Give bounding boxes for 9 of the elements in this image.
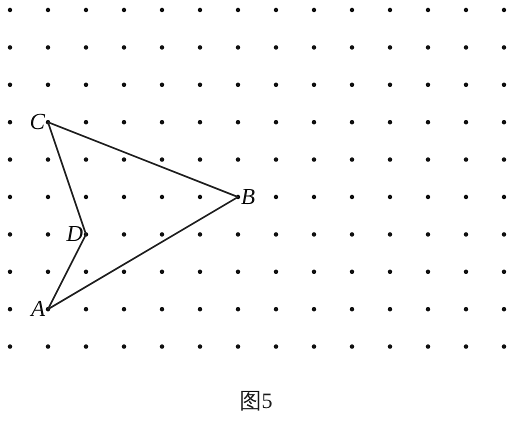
line-segment: [48, 196, 238, 310]
line-segment: [47, 122, 87, 235]
point-label: C: [30, 110, 45, 134]
point-label: A: [30, 297, 45, 322]
line-segment: [47, 234, 87, 310]
line-segment: [48, 121, 238, 198]
point-label: B: [241, 185, 256, 209]
point-label: D: [66, 222, 83, 246]
figure-caption: 图5: [238, 387, 274, 415]
